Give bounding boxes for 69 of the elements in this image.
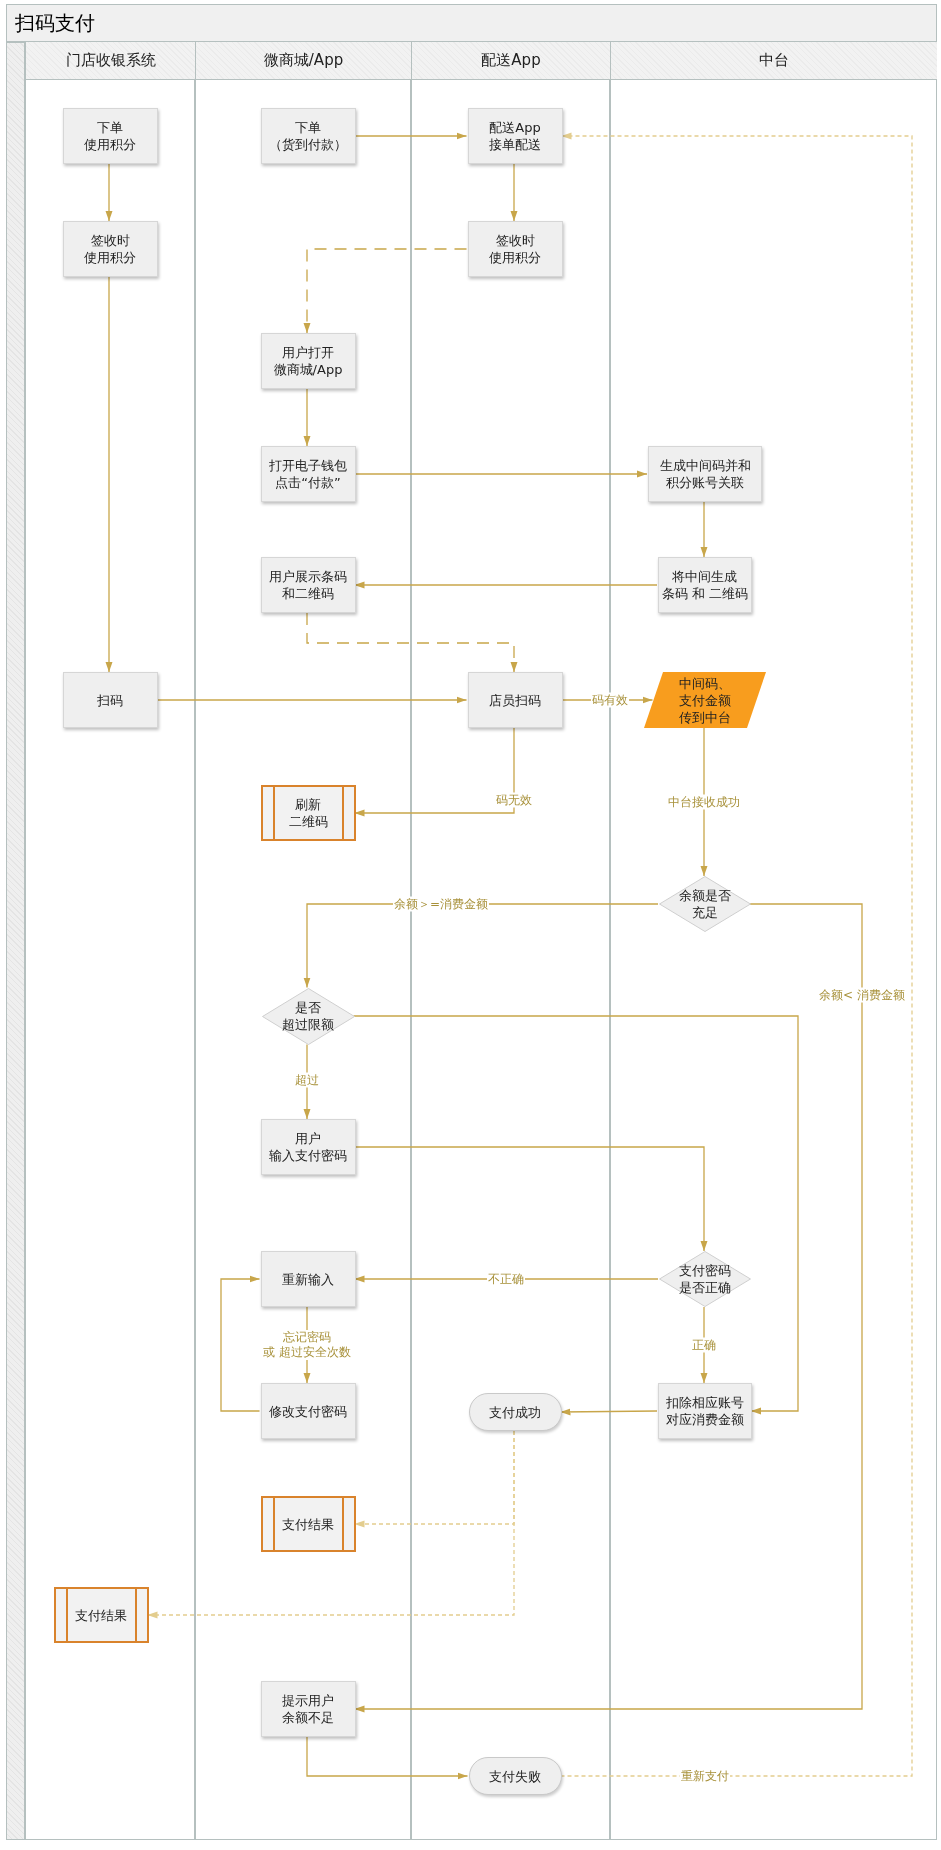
terminal-pill: 支付成功: [468, 1393, 562, 1431]
arrow: [146, 1430, 515, 1619]
arrow: [220, 1275, 261, 1412]
edge-label: 忘记密码或 超过安全次数: [262, 1330, 352, 1360]
decision-diamond: 支付密码是否正确: [659, 1251, 751, 1307]
process-box: 下单（货到付款）: [260, 108, 356, 164]
arrow: [105, 163, 113, 222]
arrow: [700, 727, 708, 877]
edge-label: 余额＞=消费金额: [392, 896, 490, 912]
process-box: 配送App接单配送: [467, 108, 563, 164]
arrow: [303, 1043, 311, 1120]
arrow: [303, 248, 468, 334]
process-box: 店员扫码: [467, 672, 563, 728]
arrow: [352, 1015, 799, 1415]
arrow: [353, 727, 515, 817]
arrow: [700, 501, 708, 558]
arrow: [353, 903, 863, 1713]
arrow: [155, 696, 468, 704]
arrow: [303, 388, 311, 447]
swimlane: [25, 42, 195, 1840]
process-box: 用户展示条码和二维码: [260, 557, 356, 613]
edge-label: 码有效: [591, 692, 629, 708]
arrow: [559, 132, 913, 1777]
lane-header: 门店收银系统: [26, 42, 195, 80]
arrow: [353, 132, 468, 140]
arrow: [105, 276, 113, 673]
process-box: 扫码: [62, 672, 158, 728]
process-box: 生成中间码并和积分账号关联: [648, 446, 762, 502]
process-box: 签收时使用积分: [467, 221, 563, 277]
arrow: [559, 1408, 658, 1416]
arrow: [353, 470, 648, 478]
process-box: 将中间生成条码 和 二维码: [658, 557, 752, 613]
lane-header: 微商城/App: [196, 42, 411, 80]
edge-label: 中台接收成功: [667, 794, 741, 810]
subprocess-box: 刷新二维码: [260, 785, 356, 841]
arrow: [510, 163, 518, 222]
arrow: [303, 1306, 311, 1384]
process-box: 修改支付密码: [260, 1383, 356, 1439]
arrow: [700, 1306, 708, 1384]
lane-header: 中台: [611, 42, 937, 80]
terminal-pill: 支付失败: [468, 1757, 562, 1795]
subprocess-box: 支付结果: [53, 1587, 149, 1643]
arrow: [353, 1146, 708, 1252]
lane-header: 配送App: [412, 42, 610, 80]
decision-diamond: 余额是否充足: [659, 876, 751, 932]
edge-label: 不正确: [487, 1271, 525, 1287]
arrow: [303, 903, 659, 989]
subprocess-box: 支付结果: [260, 1496, 356, 1552]
arrow: [306, 1736, 469, 1780]
edge-label: 码无效: [495, 792, 533, 808]
process-box: 打开电子钱包点击“付款”: [260, 446, 356, 502]
arrow: [353, 581, 658, 589]
process-box: 扣除相应账号对应消费金额: [658, 1383, 752, 1439]
data-parallelogram: 中间码、支付金额传到中台: [644, 672, 766, 728]
arrow: [560, 696, 654, 704]
process-box: 用户输入支付密码: [260, 1119, 356, 1175]
edge-label: 超过: [294, 1072, 320, 1088]
edge-label: 正确: [691, 1337, 717, 1353]
edge-label: 余额< 消费金额: [818, 987, 906, 1003]
edge-label: 重新支付: [680, 1768, 730, 1784]
process-box: 下单使用积分: [62, 108, 158, 164]
process-box: 提示用户余额不足: [260, 1681, 356, 1737]
diagram-title: 扫码支付: [6, 4, 937, 42]
process-box: 签收时使用积分: [62, 221, 158, 277]
process-box: 重新输入: [260, 1251, 356, 1307]
arrow: [353, 1275, 659, 1283]
process-box: 用户打开微商城/App: [260, 333, 356, 389]
arrow: [306, 612, 518, 673]
decision-diamond: 是否超过限额: [261, 987, 355, 1045]
